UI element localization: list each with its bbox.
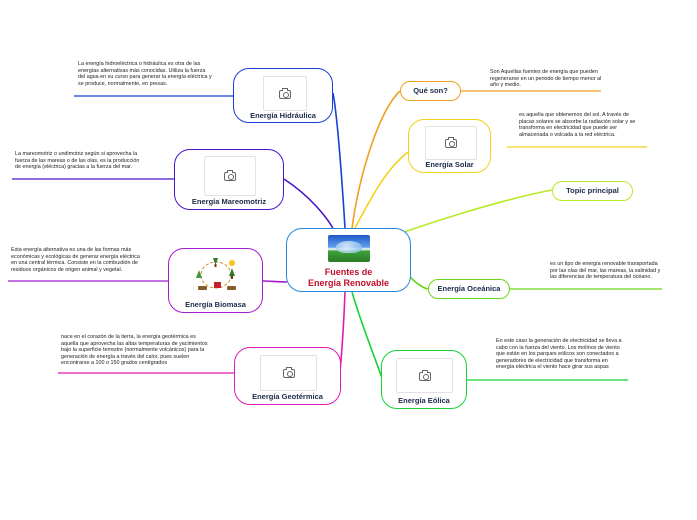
node-label: Energía Biomasa — [169, 300, 262, 309]
node-label: Energía Mareomotriz — [175, 197, 283, 206]
node-label: Energía Solar — [409, 160, 490, 169]
note-energia-oceanica: es un tipo de energía renovable transpor… — [550, 261, 662, 281]
camera-icon — [445, 139, 457, 148]
note-energia-eolica: En este caso la generación de electricid… — [496, 338, 624, 371]
node-energia-hidraulica[interactable]: Energía Hidráulica — [233, 68, 333, 123]
node-label: Energía Hidráulica — [234, 111, 332, 120]
camera-icon — [283, 369, 295, 378]
node-energia-biomasa[interactable]: Energía Biomasa — [168, 248, 263, 313]
node-label: Energía Geotérmica — [235, 392, 340, 401]
node-que-son[interactable]: Qué son? — [400, 81, 461, 101]
camera-icon — [279, 90, 291, 99]
node-energia-solar[interactable]: Energía Solar — [408, 119, 491, 173]
thumbnail-placeholder — [263, 76, 307, 111]
camera-icon — [224, 172, 236, 181]
note-energia-solar: es aquella que obtenemos del sol. A trav… — [519, 112, 641, 138]
note-energia-hidraulica: La energía hidroeléctrica o hidráulica e… — [78, 61, 212, 87]
node-energia-mareomotriz[interactable]: Energía Mareomotriz — [174, 149, 284, 210]
node-energia-eolica[interactable]: Energía Eólica — [381, 350, 467, 409]
node-label: Qué son? — [413, 86, 448, 95]
node-energia-geotermica[interactable]: Energía Geotérmica — [234, 347, 341, 405]
node-label: Topic principal — [566, 186, 619, 195]
node-topic-principal[interactable]: Topic principal — [552, 181, 633, 201]
note-energia-geotermica: nace en el corazón de la tierra, la ener… — [61, 334, 211, 367]
biomass-cycle-image — [194, 256, 239, 294]
central-title-line1: Fuentes de — [287, 267, 410, 277]
node-label: Energía Eólica — [382, 396, 466, 405]
note-que-son: Son Aquellas fuentes de energía que pued… — [490, 69, 602, 89]
thumbnail-placeholder — [425, 126, 477, 160]
earth-landscape-image — [328, 235, 370, 262]
node-energia-oceanica[interactable]: Energía Oceánica — [428, 279, 510, 299]
central-title-line2: Energía Renovable — [287, 278, 410, 288]
node-label: Energía Oceánica — [438, 284, 501, 293]
thumbnail-placeholder — [396, 358, 453, 393]
central-topic[interactable]: Fuentes de Energía Renovable — [286, 228, 411, 292]
thumbnail-placeholder — [204, 156, 256, 196]
camera-icon — [419, 372, 431, 381]
thumbnail-placeholder — [260, 355, 317, 391]
note-energia-biomasa: Esta energía alternativa es una de las f… — [11, 247, 141, 273]
note-energia-mareomotriz: La mareomotriz o undimotriz según si apr… — [15, 151, 140, 171]
